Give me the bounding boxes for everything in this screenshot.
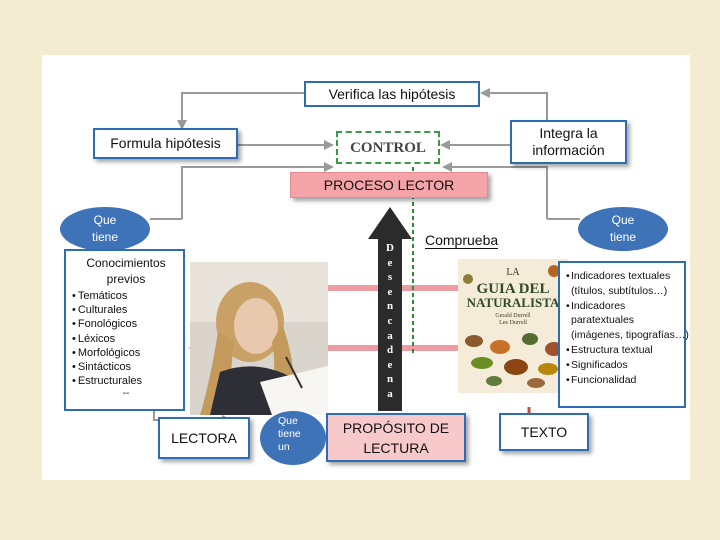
list-item: •Indicadores [566,299,626,312]
texto-label: TEXTO [520,423,568,440]
indicadores-list: •Indicadores textuales (títulos, subtítu… [566,269,689,387]
desencadena-letter: a [387,387,393,400]
svg-text:NATURALISTA: NATURALISTA [467,295,560,310]
que-tiene-left-ellipse: Que tiene [60,207,150,251]
desencadena-arrow [368,207,412,411]
list-item: Temáticos [72,289,180,303]
svg-text:LA: LA [506,267,520,278]
line-integra-to-verifica [480,88,548,125]
conocimientos-title: Conocimientos previos [86,256,166,286]
desencadena-letter: e [387,256,393,269]
arrow-to-formula [177,92,304,130]
list-item: (títulos, subtítulos…) [566,284,682,299]
woman-writing-photo [190,262,328,415]
list-item: Léxicos [72,332,180,346]
list-item: •Significados [566,358,628,371]
comprueba-label: Comprueba [425,232,499,249]
list-item-text: (títulos, subtítulos…) [571,284,668,297]
conocimientos-list: Temáticos Culturales Fonológicos Léxicos… [72,289,180,388]
list-item-text: Funcionalidad [571,373,637,386]
integra-label: Integra la información [532,125,605,158]
desencadena-letter: c [387,314,393,327]
list-item: (imágenes, tipografías…) [566,328,689,343]
control-box: CONTROL [336,131,440,164]
proceso-lector-box: PROCESO LECTOR [290,172,488,198]
conocimientos-trailing: -- [122,388,130,400]
que-tiene-right-ellipse: Que tiene [578,207,668,251]
svg-text:Lee Durrell: Lee Durrell [499,320,527,326]
svg-text:Gerald Durrell: Gerald Durrell [495,313,530,319]
list-item-text: (imágenes, tipografías…) [571,329,689,342]
que-tiene-left-label: Que tiene [91,212,119,244]
que-tiene-right-label: Que tiene [609,212,637,244]
verifica-label: Verifica las hipótesis [328,85,456,102]
que-tiene-un-ellipse: Que tiene un [260,411,326,465]
conocimientos-previos-box: Conocimientos previos Temáticos Cultural… [64,249,185,411]
arrow-left-loop-to-control [181,162,334,219]
list-item: Fonológicos [72,317,180,331]
proposito-lectura-box: PROPÓSITO DE LECTURA [326,413,466,462]
lectora-label: LECTORA [171,429,237,446]
list-item: Estructurales [72,374,180,388]
svg-text:GUIA DEL: GUIA DEL [477,281,550,297]
proposito-label: PROPÓSITO DE LECTURA [342,419,450,456]
desencadena-letter: d [386,344,394,357]
book-cover-la-guia-del-naturalista: LA GUIA DEL NATURALISTA Gerald Durrell L… [458,259,568,393]
formula-hipotesis-box: Formula hipótesis [93,128,238,159]
desencadena-letter: e [387,358,393,371]
desencadena-letter: a [387,329,393,342]
list-item: paratextuales [566,313,682,328]
list-item: •Funcionalidad [566,373,637,386]
list-item: Sintácticos [72,360,180,374]
texto-box: TEXTO [499,413,589,451]
list-item-text: Indicadores [571,299,626,312]
desencadena-letter: n [386,373,394,386]
verifica-hipotesis-box: Verifica las hipótesis [304,81,480,107]
desencadena-letter: D [386,242,394,254]
lectora-box: LECTORA [158,417,250,459]
list-item: •Estructura textual [566,343,653,356]
list-item-text: Estructura textual [571,343,653,356]
list-item: Morfológicos [72,346,180,360]
formula-label: Formula hipótesis [110,135,221,152]
indicadores-box: •Indicadores textuales (títulos, subtítu… [558,261,689,408]
diagram-canvas: Verifica las hipótesis Formula hipótesis… [42,55,690,480]
list-item: •Indicadores textuales [566,270,671,282]
arrow-right-loop-to-control [442,162,548,219]
list-item-text: paratextuales [571,314,635,327]
desencadena-letter: e [387,285,393,298]
desencadena-text: D e s e n c a d e n a [378,241,402,402]
list-item: Culturales [72,303,180,317]
control-label: CONTROL [350,139,426,156]
proceso-lector-label: PROCESO LECTOR [323,176,455,193]
list-item-text: Significados [571,358,628,371]
desencadena-letter: s [387,271,393,284]
integra-informacion-box: Integra la información [510,120,627,164]
que-tiene-un-label: Que tiene un [278,415,301,453]
desencadena-letter: n [386,300,394,313]
list-item-text: Indicadores textuales [571,270,671,282]
